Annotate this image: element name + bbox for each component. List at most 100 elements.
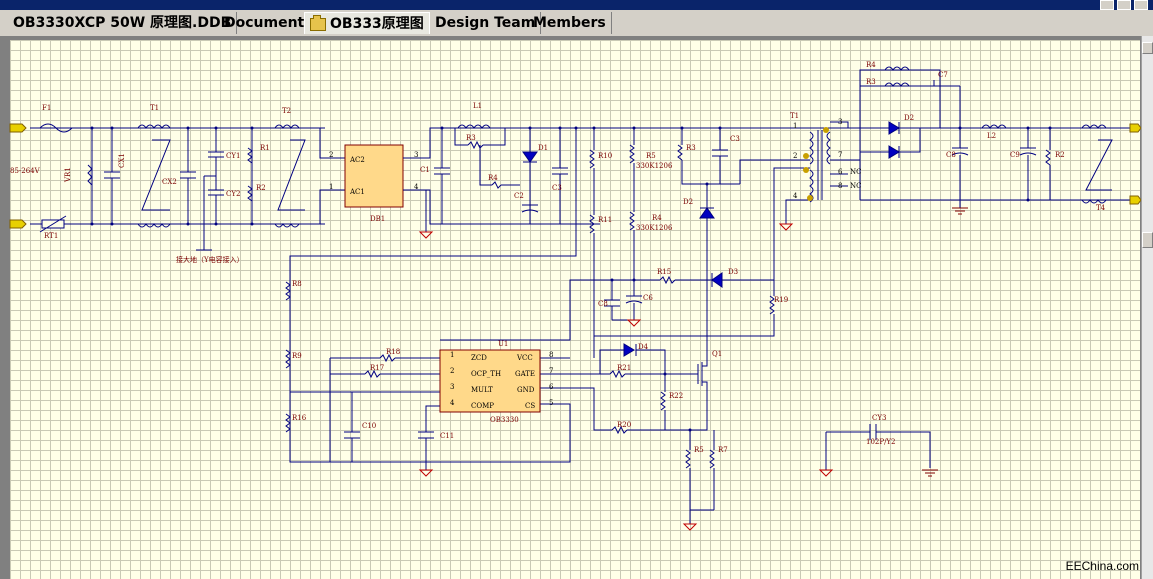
ref-r7: R3 <box>686 144 696 152</box>
u1-ic-body[interactable] <box>439 349 541 413</box>
xfmr-pin-3: 3 <box>838 118 842 126</box>
ref-c1: C1 <box>420 166 430 174</box>
ref-r17: R17 <box>370 364 384 372</box>
ref-r20: R20 <box>617 421 631 429</box>
xfmr-pin-8: 8 <box>838 182 842 190</box>
xfmr-pin-1: 1 <box>793 122 797 130</box>
ref-rt1: RT1 <box>44 232 58 240</box>
ref-cx1: CX1 <box>118 153 126 168</box>
ref-l2: L2 <box>987 132 996 140</box>
ref-t2: T2 <box>282 107 291 115</box>
ref-c7: C7 <box>938 71 948 79</box>
xfmr-nc-2: NC <box>850 182 861 190</box>
ref-c4: C3 <box>730 135 740 143</box>
tab-design-team[interactable]: Design Team <box>430 12 542 34</box>
db1-pin-4: 4 <box>414 183 419 191</box>
ref-r11: R11 <box>598 216 612 224</box>
u1-part-number: OB3330 <box>490 416 519 424</box>
ref-t1-main: T1 <box>790 112 799 120</box>
ref-vr1: VR1 <box>64 167 72 183</box>
scroll-thumb[interactable] <box>1142 232 1153 248</box>
ref-d1: D1 <box>538 144 548 152</box>
u1-pin-num-5: 5 <box>549 399 553 407</box>
ref-r-sense-2: R7 <box>718 446 728 454</box>
ref-r21: R21 <box>617 364 631 372</box>
tab-label: Documents <box>224 15 313 31</box>
xfmr-nc-1: NC <box>850 168 861 176</box>
tab-ob333-schematic[interactable]: OB333原理图 <box>304 12 430 34</box>
ref-db1: DB1 <box>370 215 385 223</box>
xfmr-pin-7: 7 <box>838 151 842 159</box>
ref-d4: D4 <box>638 343 649 351</box>
ref-r10: R10 <box>598 152 612 160</box>
ref-r-out-3: R2 <box>1055 151 1065 159</box>
tab-members[interactable]: Members <box>528 12 612 34</box>
maximize-button[interactable] <box>1117 0 1131 10</box>
ref-c11: C11 <box>440 432 454 440</box>
ref-c3: C3 <box>552 184 562 192</box>
vertical-scrollbar[interactable] <box>1141 36 1153 579</box>
tab-label: OB3330XCP 50W 原理图.DDB <box>13 15 232 31</box>
db1-pin-1: 1 <box>329 183 333 191</box>
ref-r8: R8 <box>292 280 302 288</box>
ref-r-out-1: R4 <box>866 61 876 69</box>
ground-note: 接大地（Y电容接入） <box>176 255 244 264</box>
value-cy3: 102P/Y2 <box>866 438 896 446</box>
u1-pin-zcd: ZCD <box>471 354 487 362</box>
ref-cx2: CX2 <box>162 178 177 186</box>
xfmr-pin-4: 4 <box>793 192 798 200</box>
u1-pin-num-3: 3 <box>450 383 454 391</box>
ref-f1: F1 <box>42 104 51 112</box>
ref-r5: R5 <box>646 152 656 160</box>
ref-cy2: CY2 <box>226 190 240 198</box>
ref-cy3: CY3 <box>872 414 886 422</box>
ref-r18: R18 <box>386 348 400 356</box>
ref-r19: R19 <box>774 296 788 304</box>
schematic-sheet[interactable] <box>10 40 1140 579</box>
ref-c6: C6 <box>643 294 653 302</box>
ref-r6: R4 <box>652 214 662 222</box>
db1-pin-ac2: AC2 <box>349 156 365 164</box>
close-button[interactable] <box>1134 0 1148 10</box>
ref-r22: R22 <box>669 392 683 400</box>
xfmr-pin-2: 2 <box>793 152 797 160</box>
tab-ddb[interactable]: OB3330XCP 50W 原理图.DDB <box>8 12 238 34</box>
u1-pin-mult: MULT <box>471 386 493 394</box>
db1-pin-2: 2 <box>329 151 333 159</box>
u1-pin-gnd: GND <box>517 386 535 394</box>
u1-pin-gate: GATE <box>515 370 535 378</box>
window-titlebar <box>0 0 1153 10</box>
ref-l1: L1 <box>473 102 482 110</box>
scroll-up-button[interactable] <box>1142 42 1153 54</box>
value-r6: 330K1206 <box>636 224 673 232</box>
u1-pin-cs: CS <box>525 402 535 410</box>
u1-pin-num-8: 8 <box>549 351 553 359</box>
ref-r3: R3 <box>466 134 476 142</box>
ref-c8: C8 <box>946 151 956 159</box>
ref-t4: T4 <box>1096 204 1106 212</box>
ref-c10: C10 <box>362 422 376 430</box>
ref-d2: D2 <box>683 198 693 206</box>
ref-u1: U1 <box>498 340 508 348</box>
ref-r9: R9 <box>292 352 302 360</box>
ref-c5: C8 <box>598 300 608 308</box>
minimize-button[interactable] <box>1100 0 1114 10</box>
ref-r2: R2 <box>256 184 266 192</box>
u1-pin-ocp: OCP_TH <box>471 370 501 378</box>
tab-label: Members <box>533 15 606 31</box>
ref-r16: R16 <box>292 414 307 422</box>
document-tab-bar: OB3330XCP 50W 原理图.DDB Documents OB333原理图… <box>0 10 1153 37</box>
ref-r15: R15 <box>657 268 671 276</box>
watermark: EEChina.com <box>1065 559 1139 573</box>
ref-cy1: CY1 <box>226 152 240 160</box>
ref-r4: R4 <box>488 174 498 182</box>
u1-pin-vcc: VCC <box>516 354 533 362</box>
ref-q1: Q1 <box>712 350 722 358</box>
u1-pin-num-6: 6 <box>549 383 554 391</box>
u1-pin-num-2: 2 <box>450 367 454 375</box>
db1-pin-ac1: AC1 <box>349 188 365 196</box>
ref-d-out: D2 <box>904 114 914 122</box>
u1-pin-comp: COMP <box>471 402 494 410</box>
value-r5: 330K1206 <box>636 162 673 170</box>
